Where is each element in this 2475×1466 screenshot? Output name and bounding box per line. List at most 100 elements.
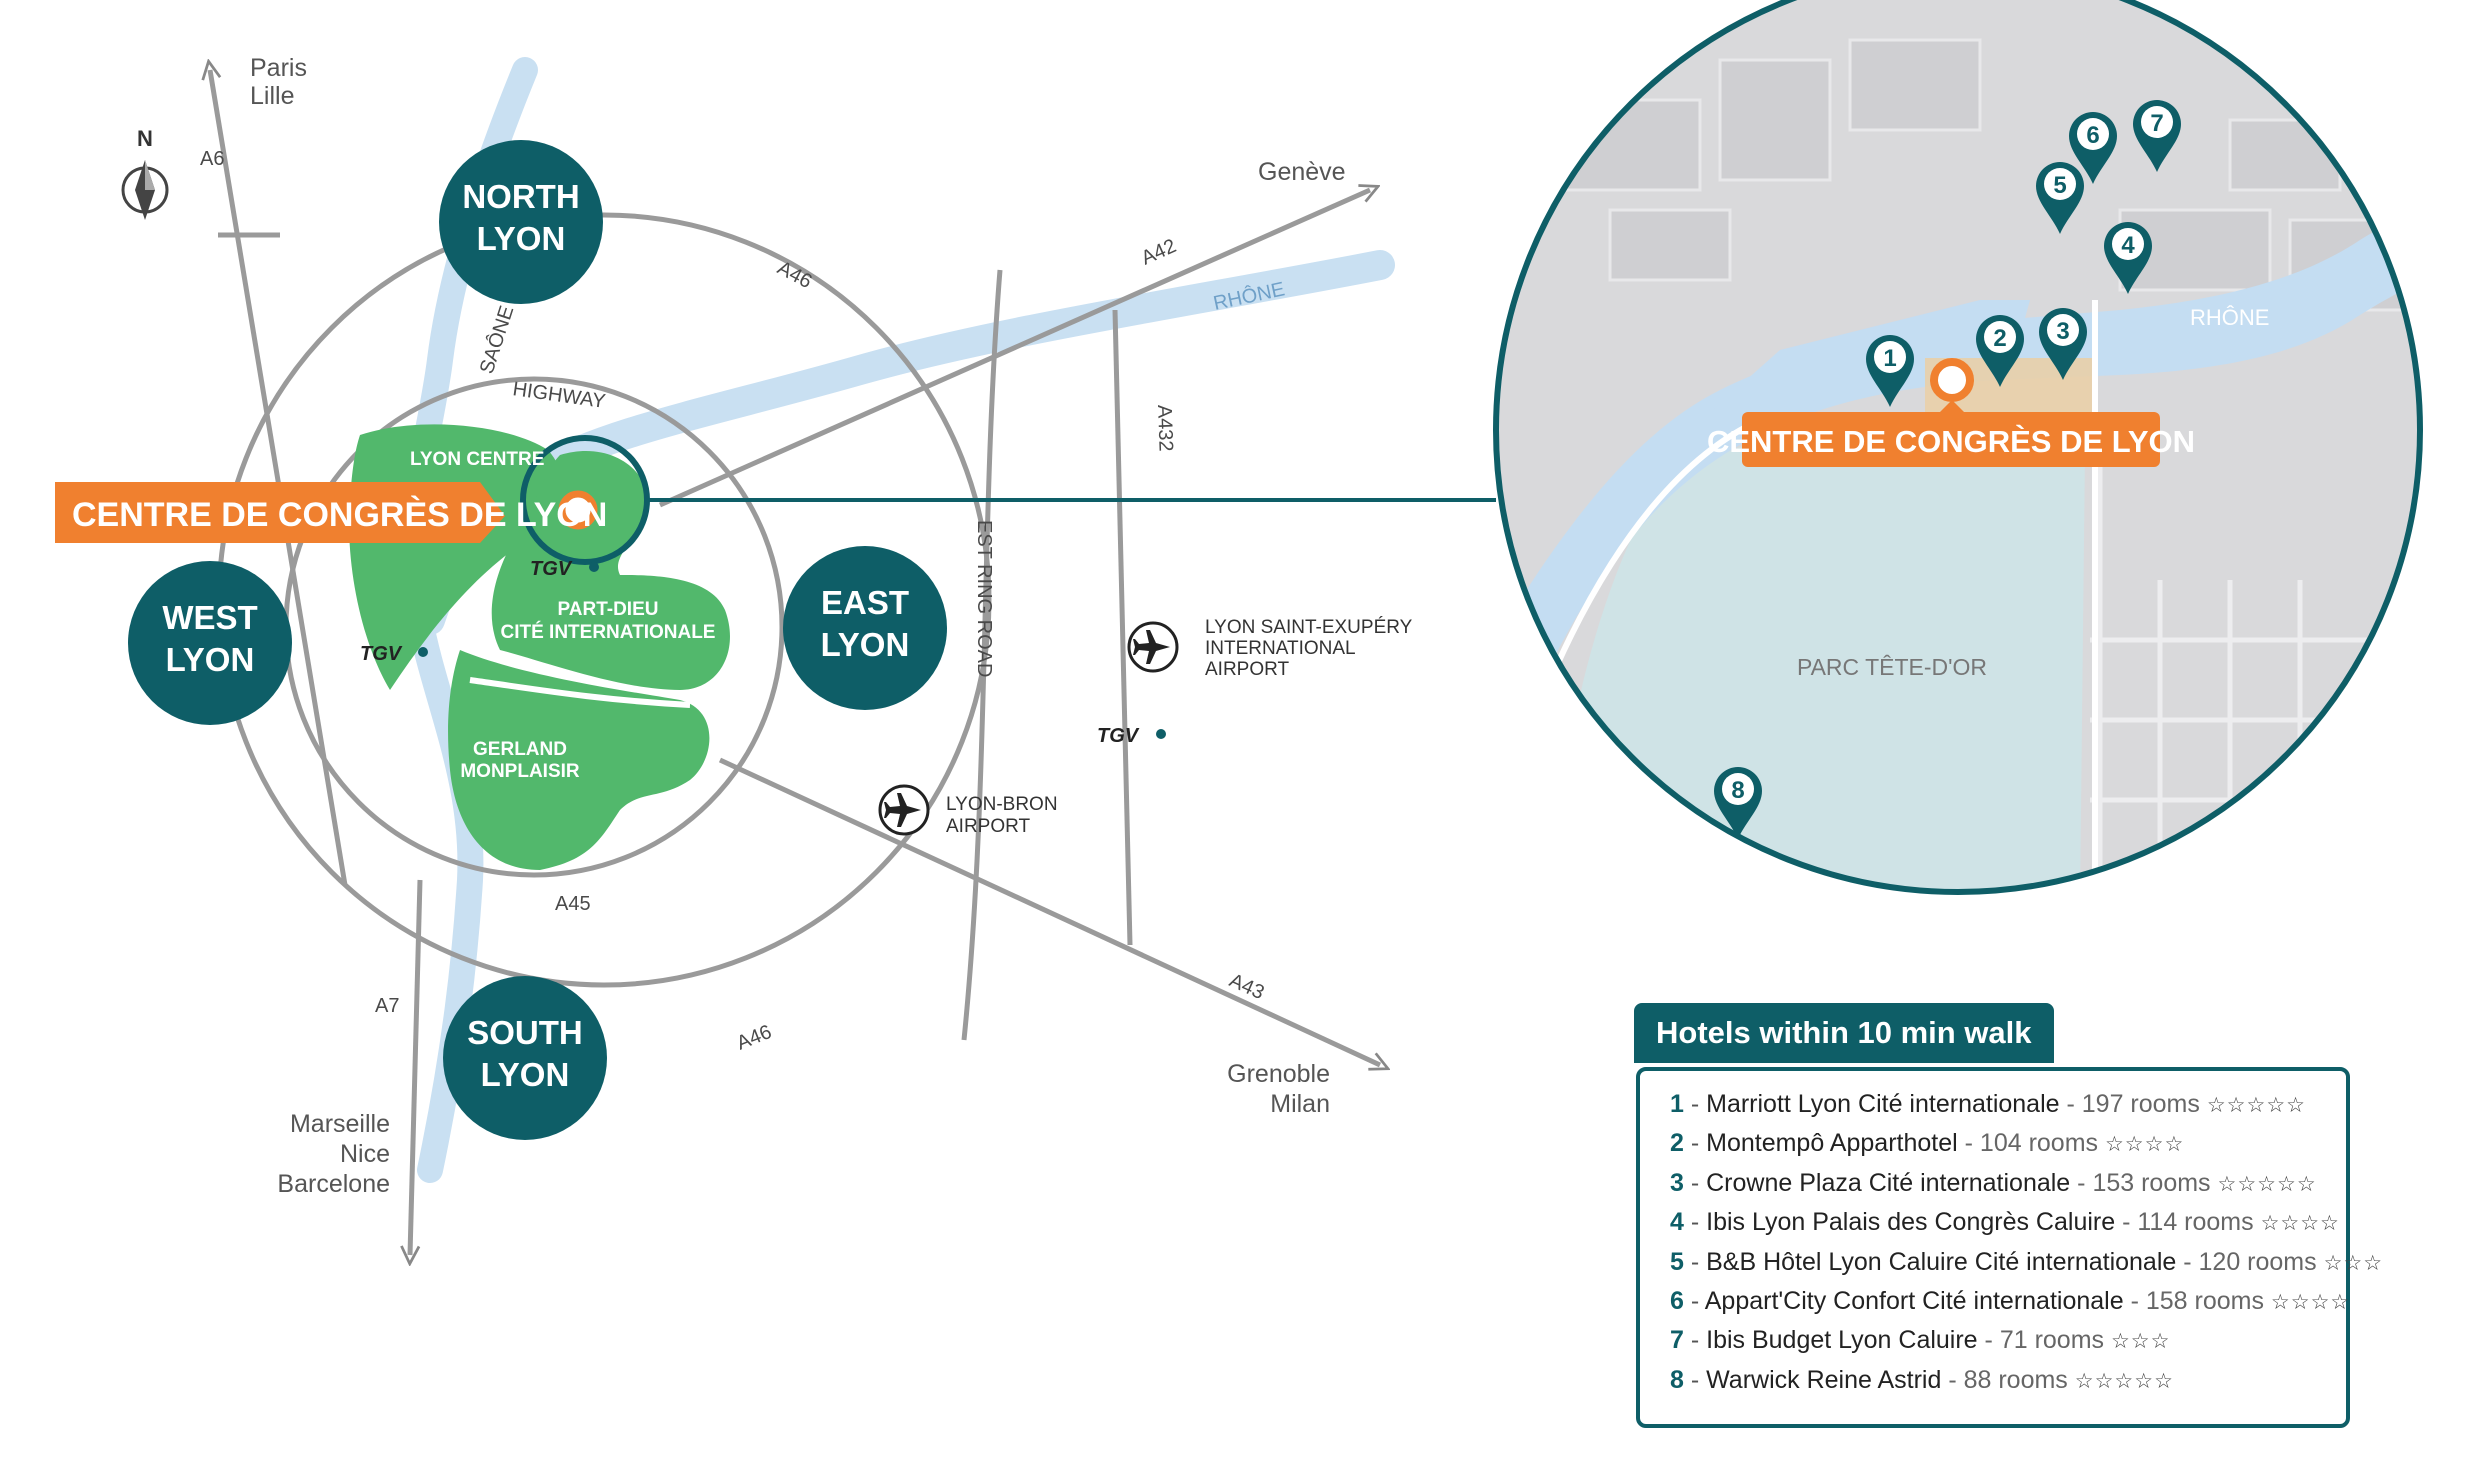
zone-part-dieu	[491, 451, 730, 690]
hotel-name: Marriott Lyon Cité internationale	[1706, 1090, 2060, 1118]
district-west-lyon[interactable]: WEST LYON	[128, 561, 292, 725]
hotel-pin-5[interactable]: 5	[2036, 162, 2084, 234]
hotel-name: Warwick Reine Astrid	[1706, 1365, 1942, 1394]
main-map: CENTRE DE CONGRÈS DE LYON NORTH LYON SOU…	[55, 54, 1496, 1255]
airport-label-saint-exupery-3: AIRPORT	[1205, 659, 1290, 680]
hotel-stars: ☆☆☆	[2323, 1250, 2384, 1275]
svg-text:LYON: LYON	[481, 1056, 570, 1093]
dest-paris: Paris	[250, 54, 307, 82]
dest-geneve: Genève	[1258, 158, 1346, 186]
hotel-pin-label: 3	[2056, 318, 2069, 345]
hotels-list: 1 - Marriott Lyon Cité internationale - …	[1640, 1071, 2384, 1400]
road-label-a46-south: A46	[734, 1021, 775, 1055]
hotel-stars: ☆☆☆	[2110, 1329, 2171, 1354]
dest-grenoble: Grenoble	[1227, 1060, 1330, 1088]
est-ring-road	[961, 269, 1003, 1041]
hotel-name: Ibis Budget Lyon Caluire	[1706, 1326, 1978, 1355]
inset-rhone-river	[1496, 195, 2420, 730]
dest-lille: Lille	[250, 82, 294, 110]
inset-venue-marker[interactable]	[1930, 358, 1974, 402]
hotel-name: Ibis Lyon Palais des Congrès Caluire	[1706, 1208, 2116, 1237]
hotel-name: B&B Hôtel Lyon Caluire Cité internationa…	[1706, 1247, 2177, 1276]
hotel-name: Appart'City Confort Cité internationale	[1704, 1286, 2124, 1315]
hotels-title: Hotels within 10 min walk	[1634, 1003, 2054, 1063]
hotel-rooms: - 71 rooms	[1984, 1326, 2105, 1355]
a7-road	[410, 879, 423, 1255]
zone-gerland	[448, 650, 710, 870]
airport-label-bron-2: AIRPORT	[946, 816, 1031, 837]
hotel-item[interactable]: 3 - Crowne Plaza Cité internationale - 1…	[1670, 1168, 2317, 1197]
svg-text:CENTRE DE CONGRÈS DE LYON: CENTRE DE CONGRÈS DE LYON	[72, 496, 607, 534]
a432-road	[1112, 309, 1133, 946]
hotel-stars: ☆☆☆☆	[2270, 1289, 2351, 1314]
hotel-item[interactable]: 4 - Ibis Lyon Palais des Congrès Caluire…	[1670, 1208, 2340, 1237]
a43-road	[718, 757, 1380, 1065]
zone-label-part-dieu-1: PART-DIEU	[558, 599, 659, 620]
hotel-item[interactable]: 5 - B&B Hôtel Lyon Caluire Cité internat…	[1670, 1247, 2384, 1276]
zone-label-part-dieu-2: CITÉ INTERNATIONALE	[501, 621, 716, 643]
svg-text:NORTH: NORTH	[462, 178, 579, 215]
hotel-pin-2[interactable]: 2	[1976, 315, 2024, 387]
venue-marker[interactable]	[558, 490, 598, 530]
hotel-rooms: - 88 rooms	[1948, 1365, 2068, 1394]
hotels-list-box: 1 - Marriott Lyon Cité internationale - …	[1636, 1067, 2384, 1428]
hotel-pin-8[interactable]: 8	[1714, 767, 1762, 839]
venue-label-main[interactable]: CENTRE DE CONGRÈS DE LYON	[55, 482, 607, 543]
hotel-pin-label: 6	[2086, 122, 2099, 149]
hotel-pin-1[interactable]: 1	[1866, 335, 1914, 407]
road-label-est-ring-road: EST RING ROAD	[973, 520, 995, 677]
airport-label-bron-1: LYON-BRON	[946, 794, 1058, 815]
district-north-lyon[interactable]: NORTH LYON	[439, 140, 603, 304]
a6-road	[210, 70, 348, 886]
road-label-a432: A432	[1153, 404, 1177, 451]
road-label-a45: A45	[555, 893, 591, 915]
a42-road	[658, 190, 1370, 508]
airport-label-saint-exupery-2: INTERNATIONAL	[1205, 638, 1356, 659]
dest-milan: Milan	[1270, 1090, 1330, 1118]
road-label-a42: A42	[1138, 235, 1179, 270]
district-east-lyon[interactable]: EAST LYON	[783, 546, 947, 710]
svg-text:LYON: LYON	[821, 626, 910, 663]
river-label-saone: SAÔNE	[475, 303, 519, 377]
svg-text:TGV: TGV	[530, 558, 573, 580]
hotel-pin-6[interactable]: 6	[2069, 112, 2117, 184]
zone-label-gerland-2: MONPLAISIR	[460, 761, 580, 782]
svg-text:CENTRE DE CONGRÈS DE LYON: CENTRE DE CONGRÈS DE LYON	[1707, 424, 2195, 459]
zone-label-lyon-centre: LYON CENTRE	[410, 449, 544, 470]
hotel-item[interactable]: 1 - Marriott Lyon Cité internationale - …	[1670, 1090, 2306, 1118]
venue-label-inset[interactable]: CENTRE DE CONGRÈS DE LYON	[1707, 400, 2195, 467]
zone-label-gerland-1: GERLAND	[473, 739, 567, 760]
district-south-lyon[interactable]: SOUTH LYON	[443, 976, 607, 1140]
airport-icon-bron	[878, 784, 930, 836]
hotel-name: Montempô Apparthotel	[1706, 1129, 1958, 1158]
hotel-rooms: - 197 rooms	[2066, 1090, 2200, 1118]
airport-icon-saint-exupery	[1127, 621, 1179, 673]
hotel-name: Crowne Plaza Cité internationale	[1706, 1168, 2071, 1197]
dest-barcelone: Barcelone	[277, 1170, 390, 1198]
road-label-a46-north: A46	[774, 257, 816, 293]
airport-label-saint-exupery-1: LYON SAINT-EXUPÉRY	[1205, 617, 1413, 638]
svg-text:LYON: LYON	[477, 220, 566, 257]
hotel-item[interactable]: 2 - Montempô Apparthotel - 104 rooms ☆☆☆…	[1670, 1129, 2185, 1158]
hotel-item[interactable]: 7 - Ibis Budget Lyon Caluire - 71 rooms …	[1670, 1326, 2171, 1355]
dest-nice: Nice	[340, 1140, 390, 1168]
inset-river-label: RHÔNE	[2190, 305, 2269, 330]
hotel-pin-label: 7	[2150, 110, 2163, 137]
hotel-pin-label: 5	[2053, 172, 2066, 199]
hotel-pin-7[interactable]: 7	[2133, 100, 2181, 172]
road-label-a6: A6	[200, 148, 224, 170]
tgv-icon-part-dieu: TGV	[530, 558, 599, 580]
inset-park-label: PARC TÊTE-D'OR	[1797, 654, 1987, 680]
hotel-item[interactable]: 6 - Appart'City Confort Cité internation…	[1670, 1286, 2351, 1315]
hotel-rooms: - 158 rooms	[2130, 1286, 2264, 1315]
hotel-pin-3[interactable]: 3	[2039, 308, 2087, 380]
hotel-pin-4[interactable]: 4	[2104, 222, 2152, 294]
svg-text:WEST: WEST	[162, 599, 257, 636]
hotel-pin-label: 2	[1993, 325, 2006, 352]
hotel-pin-label: 8	[1731, 777, 1744, 804]
inset-map: CENTRE DE CONGRÈS DE LYON RHÔNE PARC TÊT…	[1493, 0, 2423, 895]
hotel-item[interactable]: 8 - Warwick Reine Astrid - 88 rooms ☆☆☆☆…	[1670, 1365, 2174, 1394]
svg-text:EAST: EAST	[821, 584, 909, 621]
svg-text:N: N	[137, 126, 153, 151]
